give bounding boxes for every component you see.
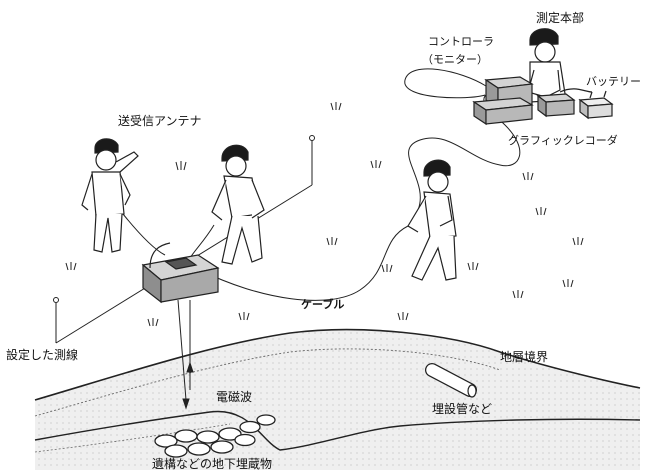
label-antenna: 送受信アンテナ bbox=[118, 114, 202, 128]
label-recorder: グラフィックレコーダ bbox=[508, 134, 618, 147]
stratum-layer bbox=[34, 328, 641, 470]
buried-pipe bbox=[425, 363, 477, 398]
label-pipe: 埋設管など bbox=[432, 402, 493, 416]
antenna-box bbox=[141, 242, 220, 304]
label-controller: コントローラ bbox=[428, 35, 494, 48]
wave-arrows bbox=[177, 299, 194, 410]
survey-line bbox=[53, 135, 315, 344]
label-remains: 遺構などの地下埋蔵物 bbox=[152, 457, 273, 471]
person-middle bbox=[211, 144, 265, 265]
label-boundary: 地層境界 bbox=[500, 350, 549, 364]
label-hq: 測定本部 bbox=[536, 11, 585, 25]
label-cable: ケーブル bbox=[301, 298, 345, 311]
person-left bbox=[81, 138, 139, 253]
hq-equipment bbox=[472, 76, 614, 126]
label-wave: 電磁波 bbox=[216, 390, 253, 404]
person-hq bbox=[527, 28, 567, 103]
label-monitor: （モニター） bbox=[422, 53, 488, 66]
label-battery: バッテリー bbox=[586, 75, 641, 88]
person-right bbox=[407, 159, 457, 281]
buried-remains bbox=[154, 414, 276, 458]
grass-tufts bbox=[65, 102, 584, 327]
label-survey-line: 設定した測線 bbox=[6, 348, 79, 362]
